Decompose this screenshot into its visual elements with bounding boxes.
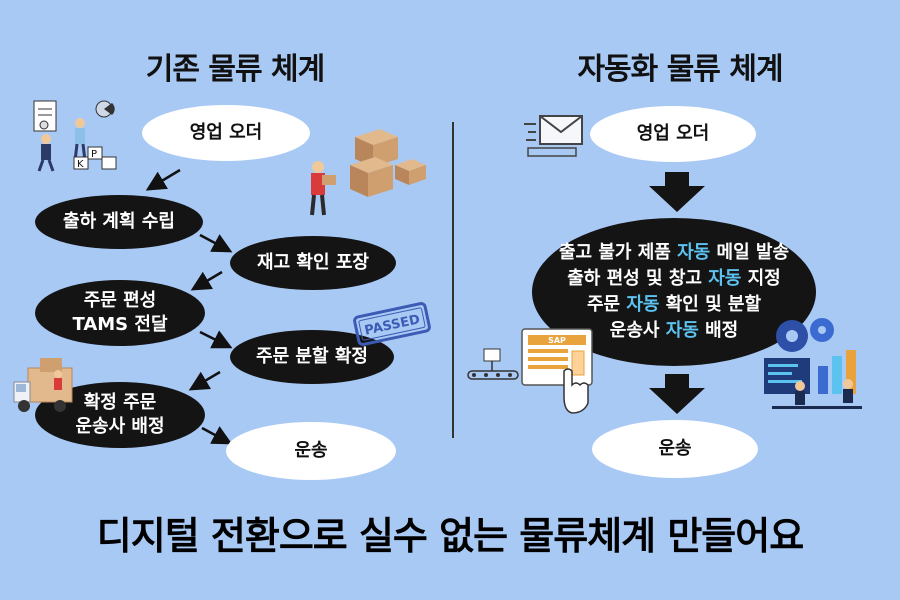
arrow-order-to-plan xyxy=(145,168,181,191)
left-node-split-label: 주문 분할 확정 xyxy=(256,346,368,367)
automation-line-1: 출고 불가 제품 자동 메일 발송 xyxy=(558,242,790,263)
left-node-order: 영업 오더 xyxy=(142,105,310,161)
automation-line-4: 운송사 자동 배정 xyxy=(609,320,739,341)
delivery-truck-illustration xyxy=(13,358,73,412)
right-node-ship: 운송 xyxy=(592,420,758,478)
passed-stamp: PASSED xyxy=(353,302,431,346)
automation-gears-illustration xyxy=(764,318,862,409)
automation-line-3: 주문 자동 확인 및 분할 xyxy=(586,294,762,315)
box-letter-k: K xyxy=(77,159,84,170)
left-node-organize: 주문 편성 TAMS 전달 xyxy=(35,280,205,346)
left-node-confirm-line2: 운송사 배정 xyxy=(75,416,165,437)
arrow-org-to-split xyxy=(199,330,233,349)
arrow-split-to-confirm xyxy=(188,370,221,391)
left-node-organize-line1: 주문 편성 xyxy=(83,290,157,311)
people-with-boxes-illustration: P K xyxy=(33,100,117,172)
right-node-ship-label: 운송 xyxy=(658,438,692,459)
down-arrow-top xyxy=(649,172,705,212)
arrow-confirm-to-ship xyxy=(201,426,233,445)
arrow-check-to-org xyxy=(190,270,223,291)
box-letter-p: P xyxy=(91,149,97,160)
sap-label: SAP xyxy=(548,336,566,345)
left-node-order-label: 영업 오더 xyxy=(189,122,263,143)
sap-terminal-illustration: SAP xyxy=(467,328,593,414)
left-node-check-label: 재고 확인 포장 xyxy=(257,252,369,273)
right-title: 자동화 물류 체계 xyxy=(577,52,783,87)
down-arrow-bottom xyxy=(649,374,705,414)
left-node-organize-line2: TAMS 전달 xyxy=(72,314,168,335)
left-node-check: 재고 확인 포장 xyxy=(230,236,396,290)
footer-headline: 디지털 전환으로 실수 없는 물류체계 만들어요 xyxy=(96,514,804,558)
left-node-plan: 출하 계획 수립 xyxy=(35,195,203,249)
mail-icon xyxy=(524,115,583,157)
section-divider xyxy=(452,122,454,438)
right-node-order: 영업 오더 xyxy=(590,106,756,162)
left-title: 기존 물류 체계 xyxy=(145,52,326,87)
left-node-plan-label: 출하 계획 수립 xyxy=(63,211,175,232)
left-node-split: 주문 분할 확정 xyxy=(230,330,394,384)
left-node-confirm-line1: 확정 주문 xyxy=(83,392,157,413)
left-node-ship-label: 운송 xyxy=(294,440,328,461)
worker-boxes-illustration xyxy=(310,129,426,216)
right-node-order-label: 영업 오더 xyxy=(636,123,710,144)
automation-line-2: 출하 편성 및 창고 자동 지정 xyxy=(567,268,781,289)
arrow-plan-to-check xyxy=(199,233,233,253)
left-node-ship: 운송 xyxy=(226,422,396,480)
